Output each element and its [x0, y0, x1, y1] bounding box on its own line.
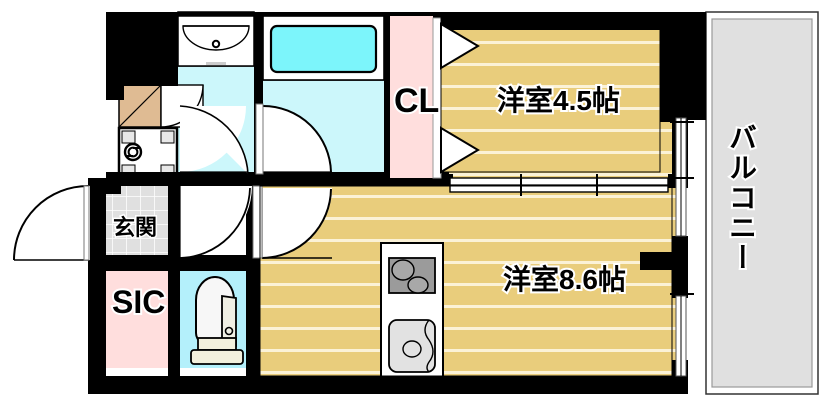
toilet-fixture [190, 276, 244, 365]
genkan-area [106, 186, 178, 260]
genkan-floor [106, 186, 178, 260]
room-45-floor [441, 18, 686, 178]
washbasin-overlay [177, 15, 255, 67]
walls [88, 12, 706, 394]
sliding-partition [449, 174, 669, 196]
genkan-inner-door [179, 186, 252, 259]
room-outlines [259, 17, 673, 377]
balcony-sliding-window [670, 117, 694, 377]
kitchen-unit [380, 242, 444, 387]
washroom-door [179, 105, 249, 175]
doors [13, 17, 694, 377]
balcony-area [705, 11, 819, 395]
bathtub-overlay [262, 15, 385, 81]
sic-fill [106, 268, 178, 368]
bathroom-door [255, 103, 332, 175]
hall-door-to-room [252, 185, 332, 259]
cl-closet-overlay [390, 16, 433, 178]
entrance-swing-door [13, 185, 90, 261]
